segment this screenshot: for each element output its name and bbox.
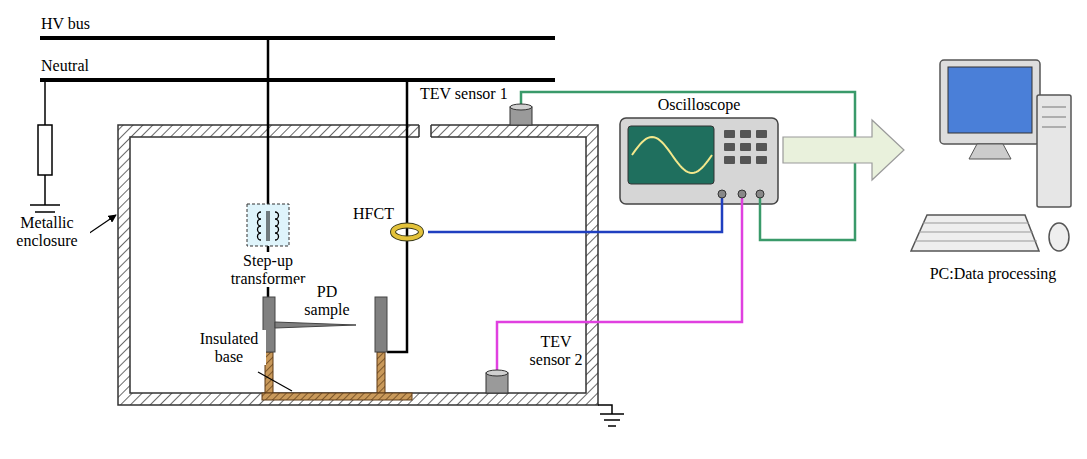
component-label: Oscilloscope [618, 96, 780, 114]
component-icon [905, 55, 1081, 295]
component-node: PC:Data processing [905, 55, 1083, 295]
pd-electrodes [375, 297, 387, 352]
hv-wires [268, 38, 407, 352]
insulating-posts [262, 352, 412, 400]
bus-bars [40, 38, 555, 80]
component-icon [724, 130, 735, 138]
metallic-enclosure [430, 125, 432, 137]
component-icon [1037, 95, 1071, 207]
metallic-enclosure [118, 123, 598, 405]
component-icon [919, 232, 1033, 233]
component-label: PC:Data processing [905, 265, 1081, 283]
neutral-resistor [38, 125, 52, 175]
leader-lines [258, 372, 292, 391]
component-icon [721, 198, 724, 208]
data-transfer-arrow [783, 120, 904, 180]
component-icon [741, 198, 744, 208]
component-icon [393, 226, 421, 239]
part-label: PD sample [296, 283, 358, 318]
part-label: Neutral [40, 57, 90, 75]
component-label: Step-up transformer [213, 252, 323, 287]
component-node: Step-up transformer [213, 200, 325, 292]
component-icon [1042, 127, 1066, 128]
neutral-resistor [30, 80, 60, 219]
component-node: HFCT [352, 205, 428, 241]
neutral-resistor [44, 175, 46, 205]
component-icon [740, 156, 751, 164]
component-icon [911, 215, 1039, 251]
signal-cable [497, 208, 742, 333]
bus-bars [40, 36, 555, 40]
component-icon [740, 130, 751, 138]
component-icon [247, 204, 289, 246]
enclosure-ground [600, 414, 624, 426]
component-icon [740, 143, 751, 151]
component-icon [923, 223, 1029, 224]
signal-cable [428, 208, 722, 232]
component-label: TEV sensor 1 [419, 85, 509, 103]
component-label: HFCT [352, 205, 395, 223]
component-icon [759, 198, 762, 208]
component-icon [718, 190, 726, 198]
component-node: TEV sensor 2 [482, 333, 586, 393]
insulating-posts [265, 352, 273, 393]
component-icon [393, 226, 421, 239]
component-node: TEV sensor 1 [418, 84, 550, 125]
component-icon [756, 190, 764, 198]
component-icon [496, 333, 499, 370]
hv-wires [267, 38, 270, 204]
insulating-posts [377, 352, 385, 393]
metallic-enclosure [130, 137, 586, 393]
component-icon [969, 144, 1011, 159]
pd-electrodes [275, 322, 356, 328]
component-icon [948, 67, 1032, 133]
component-icon [486, 370, 508, 376]
component-label: TEV sensor 2 [528, 333, 584, 368]
component-icon [628, 126, 714, 184]
component-icon [275, 212, 279, 240]
component-icon [724, 156, 735, 164]
metallic-enclosure [419, 123, 431, 138]
insulating-posts [262, 393, 412, 400]
component-icon [738, 190, 746, 198]
component-icon [756, 143, 767, 151]
metallic-enclosure [118, 125, 598, 405]
component-node: Oscilloscope [618, 96, 782, 208]
part-label: Metallic enclosure [4, 214, 90, 249]
signal-cable [550, 92, 855, 240]
component-icon [521, 92, 550, 105]
component-icon [510, 104, 532, 110]
component-icon [915, 241, 1037, 242]
component-icon [940, 60, 1040, 144]
enclosure-ground [598, 405, 612, 414]
component-icon [1049, 223, 1069, 251]
leader-lines [88, 215, 116, 234]
component-icon [258, 212, 262, 240]
component-icon [1042, 117, 1066, 118]
neutral-resistor [44, 80, 46, 125]
enclosure-ground [598, 405, 624, 426]
component-icon [756, 130, 767, 138]
bus-bars [40, 78, 555, 82]
component-icon [1042, 107, 1066, 108]
component-icon [632, 137, 712, 173]
component-icon [756, 156, 767, 164]
metallic-enclosure [418, 125, 420, 137]
component-icon [620, 118, 778, 204]
component-icon [267, 211, 269, 241]
component-icon [724, 143, 735, 151]
part-label: HV bus [40, 15, 91, 33]
part-label: Insulated base [192, 330, 266, 365]
